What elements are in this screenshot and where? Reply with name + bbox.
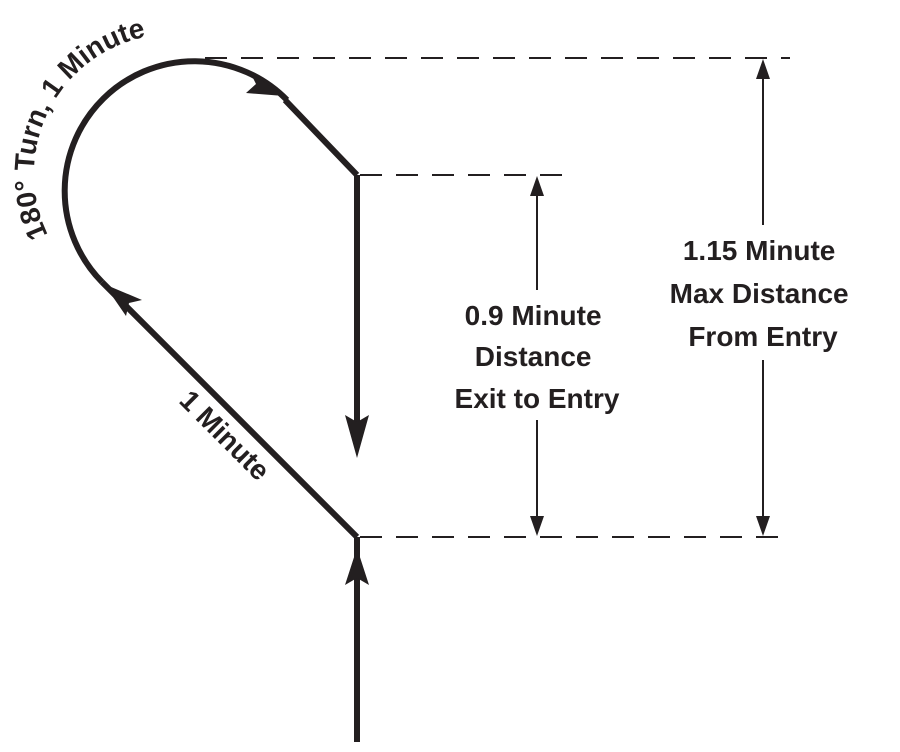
- leg-label: 1 Minute: [174, 384, 276, 486]
- exit-to-entry-label: 0.9 Minute Distance Exit to Entry: [455, 300, 620, 414]
- dimension-arrow-up-icon: [756, 59, 770, 79]
- entry-arrow-icon: [345, 548, 369, 585]
- max-distance-dimension: [756, 59, 770, 536]
- dimension-arrow-up-icon: [530, 176, 544, 196]
- flight-path: [61, 58, 369, 742]
- max-distance-label: 1.15 Minute Max Distance From Entry: [670, 235, 857, 352]
- turn-exit-segment: [282, 97, 360, 178]
- exit-to-entry-dimension: [530, 176, 544, 536]
- exit-arrow-icon: [345, 415, 369, 458]
- dimension-arrow-down-icon: [756, 516, 770, 536]
- dimension-arrow-down-icon: [530, 516, 544, 536]
- outbound-leg: [99, 279, 360, 540]
- turn-arc: [61, 58, 290, 285]
- turn-arrow-icon: [246, 72, 284, 96]
- outbound-arrow-icon: [104, 284, 142, 316]
